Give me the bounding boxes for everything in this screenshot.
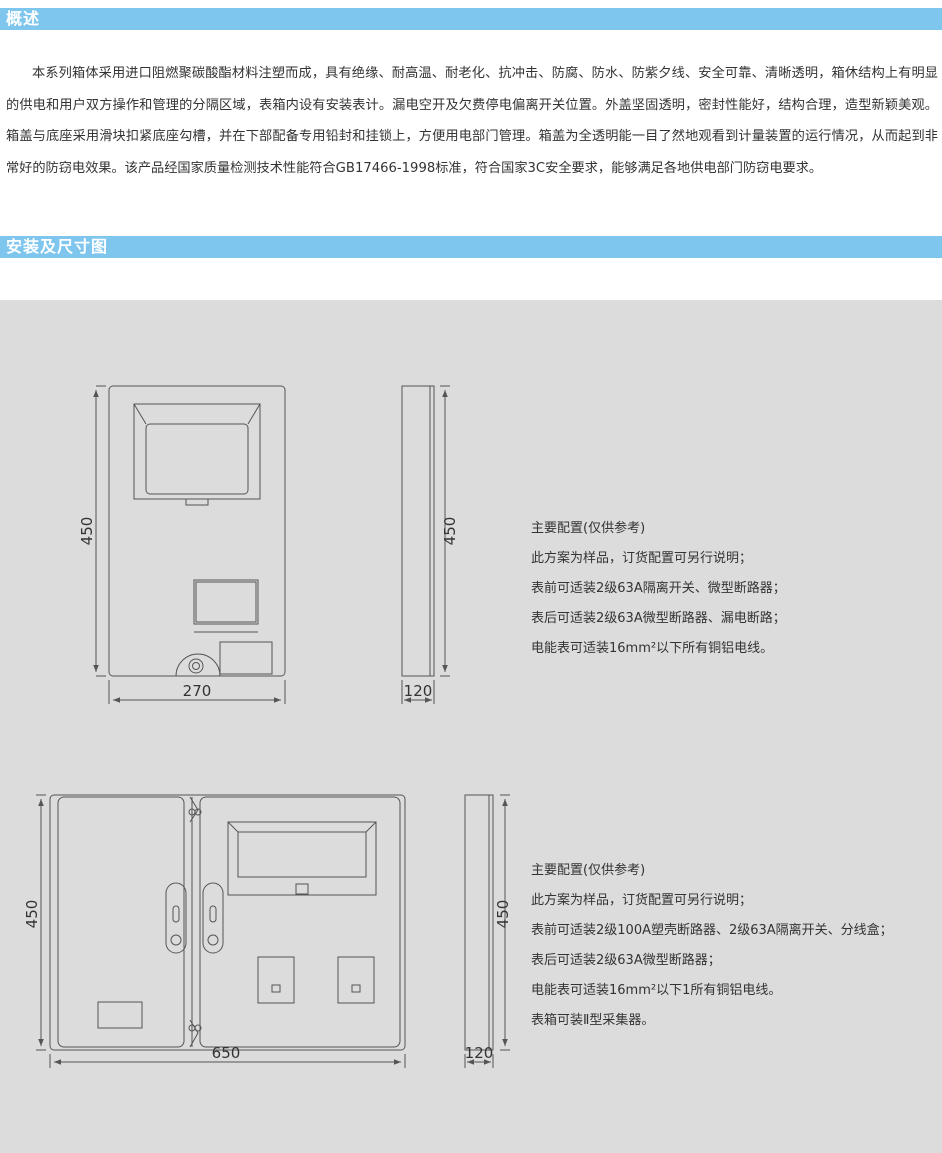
box2-side-height-label: 450 [494, 900, 512, 929]
intro-text: 本系列箱体采用进口阻燃聚碳酸酯材料注塑而成，具有绝缘、耐高温、耐老化、抗冲击、防… [6, 66, 938, 176]
box2-front-view [36, 794, 406, 1068]
intro-paragraph: 本系列箱体采用进口阻燃聚碳酸酯材料注塑而成，具有绝缘、耐高温、耐老化、抗冲击、防… [6, 58, 938, 184]
note-line: 表箱可装Ⅱ型采集器。 [531, 1013, 655, 1028]
drawing-panel: 450 270 450 120 450 650 450 120 主要配置(仅供参… [0, 300, 942, 1153]
note-line: 此方案为样品，订货配置可另行说明； [531, 551, 753, 566]
box1-side-height-label: 450 [441, 517, 459, 546]
box2-config-notes: 主要配置(仅供参考) 此方案为样品，订货配置可另行说明； 表前可适装2级100A… [531, 856, 893, 1036]
box1-height-label: 450 [78, 517, 96, 546]
note-line: 表后可适装2级63A微型断路器、漏电断路； [531, 611, 786, 626]
section-header-overview: 概述 [0, 8, 942, 30]
note-line: 表前可适装2级63A隔离开关、微型断路器； [531, 581, 786, 596]
note-line: 电能表可适装16mm²以下所有铜铝电线。 [531, 641, 774, 656]
note-line: 主要配置(仅供参考) [531, 521, 646, 536]
note-line: 主要配置(仅供参考) [531, 863, 646, 878]
box1-front-view [93, 385, 286, 704]
section-title: 概述 [6, 9, 41, 28]
box1-side-view [401, 385, 450, 704]
dimension-drawings: 450 270 450 120 450 650 450 120 [23, 385, 512, 1068]
note-line: 表前可适装2级100A塑壳断路器、2级63A隔离开关、分线盒； [531, 923, 893, 938]
box1-depth-label: 120 [404, 682, 433, 700]
section-header-dimensions: 安装及尺寸图 [0, 236, 942, 258]
note-line: 表后可适装2级63A微型断路器； [531, 953, 721, 968]
box2-side-view [464, 794, 510, 1068]
box2-width-label: 650 [212, 1044, 241, 1062]
box1-config-notes: 主要配置(仅供参考) 此方案为样品，订货配置可另行说明； 表前可适装2级63A隔… [531, 514, 786, 664]
box2-height-label: 450 [23, 900, 41, 929]
section-title: 安装及尺寸图 [6, 237, 109, 256]
note-line: 电能表可适装16mm²以下1所有铜铝电线。 [531, 983, 782, 998]
note-line: 此方案为样品，订货配置可另行说明； [531, 893, 753, 908]
box2-depth-label: 120 [465, 1044, 494, 1062]
box1-width-label: 270 [183, 682, 212, 700]
